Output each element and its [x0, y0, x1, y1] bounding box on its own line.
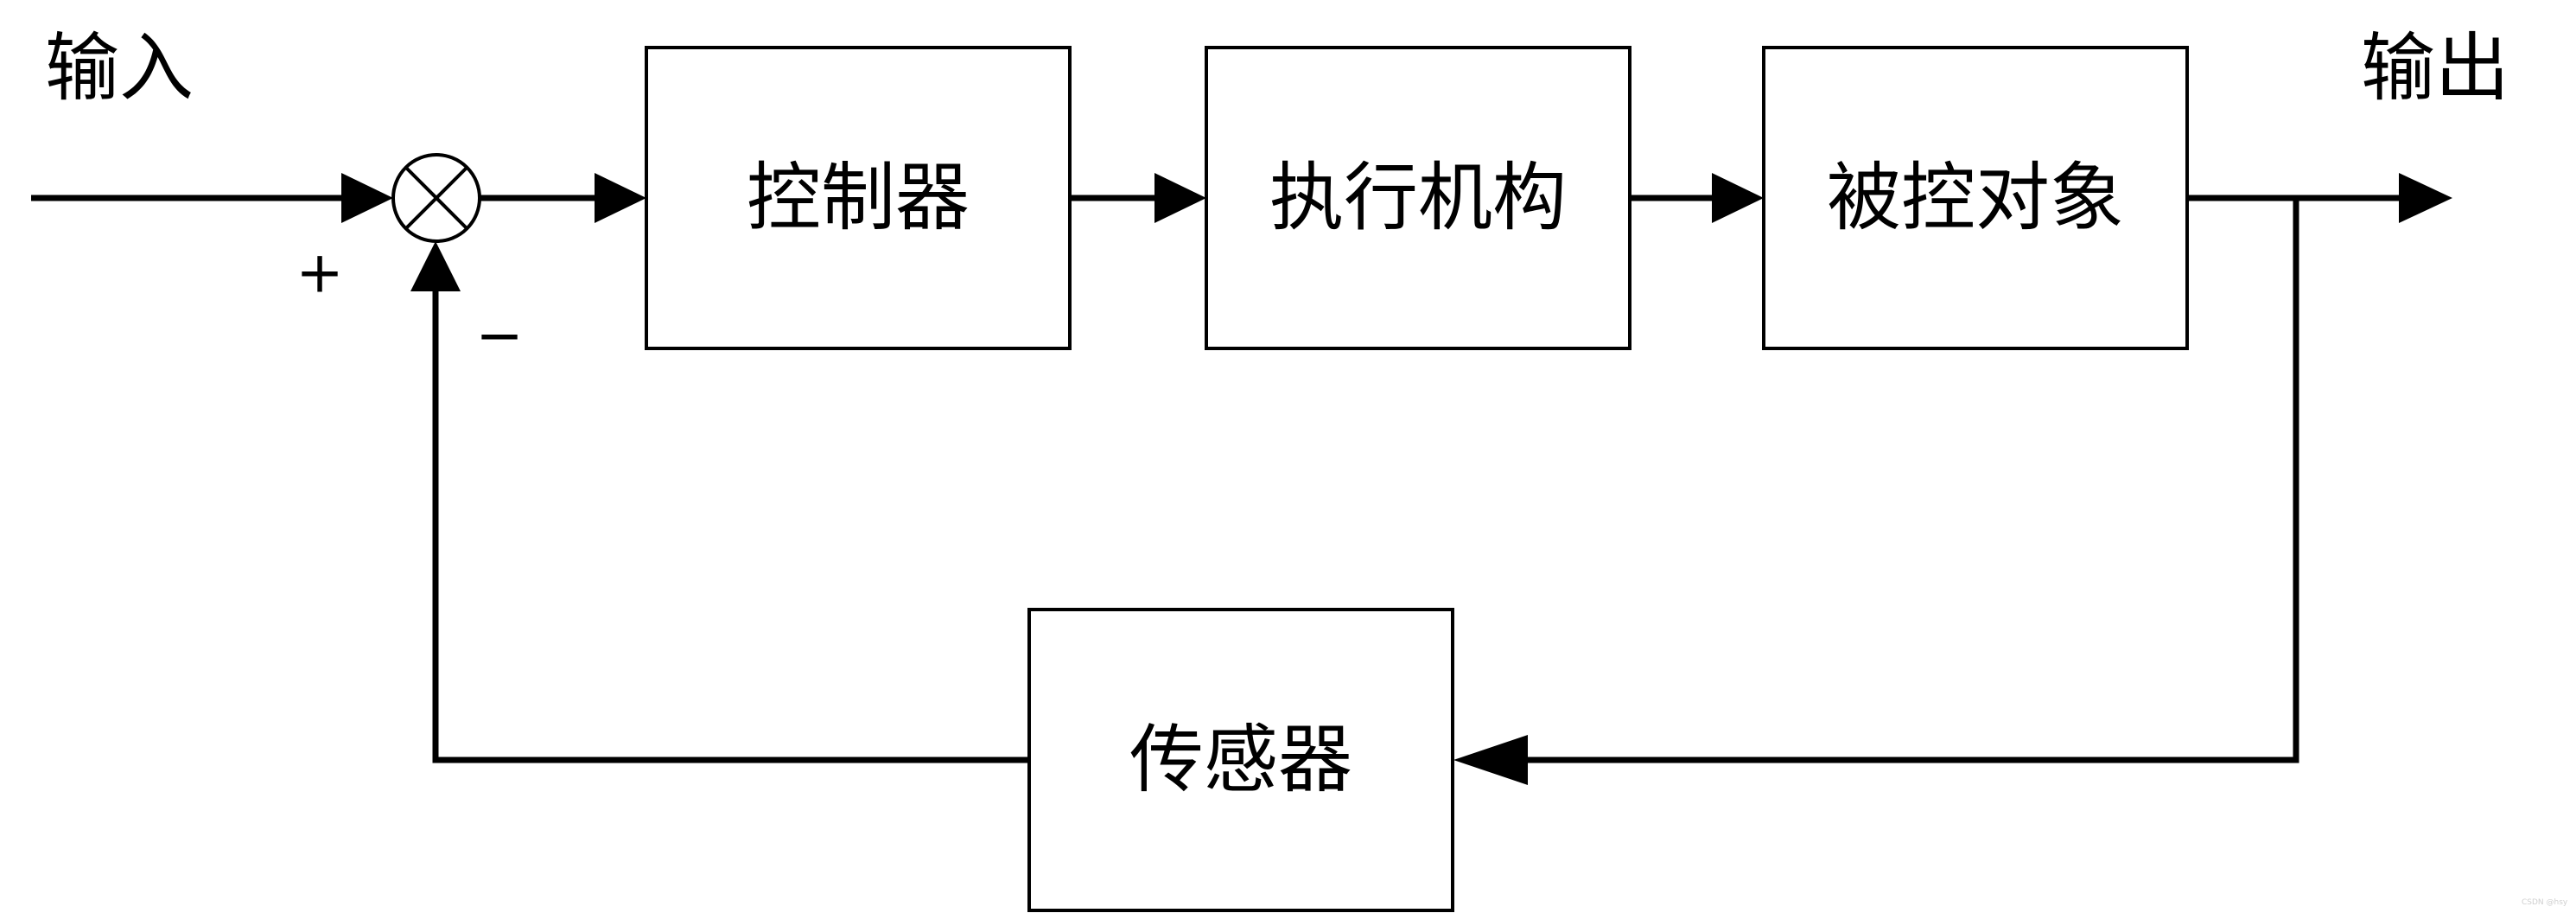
sensor-input-arrowhead	[1453, 735, 1528, 785]
plant-input-arrowhead	[1712, 173, 1764, 223]
input-arrowhead	[341, 173, 393, 223]
feedback-arrowhead	[410, 241, 461, 291]
actuator-input-arrowhead	[1154, 173, 1206, 223]
controller-label: 控制器	[747, 155, 970, 241]
output-arrowhead	[2399, 173, 2452, 223]
summing-junction	[391, 153, 481, 243]
plant-label: 被控对象	[1827, 155, 2124, 241]
controller-input-arrowhead	[595, 173, 646, 223]
input-label: 输入	[45, 25, 194, 112]
sensor-label: 传感器	[1129, 717, 1352, 803]
watermark-text: CSDN @hsy	[2522, 898, 2568, 907]
actuator-label: 执行机构	[1269, 155, 1567, 241]
output-label: 输出	[2361, 25, 2509, 112]
actuator-block	[1205, 46, 1631, 350]
sensor-block	[1027, 608, 1454, 912]
minus-sign: −	[475, 303, 523, 369]
feedback-line-left	[432, 285, 1029, 763]
plant-block	[1762, 46, 2189, 350]
plus-sign: +	[296, 239, 343, 306]
controller-block	[645, 46, 1072, 350]
feedback-line-right	[1502, 198, 2299, 763]
